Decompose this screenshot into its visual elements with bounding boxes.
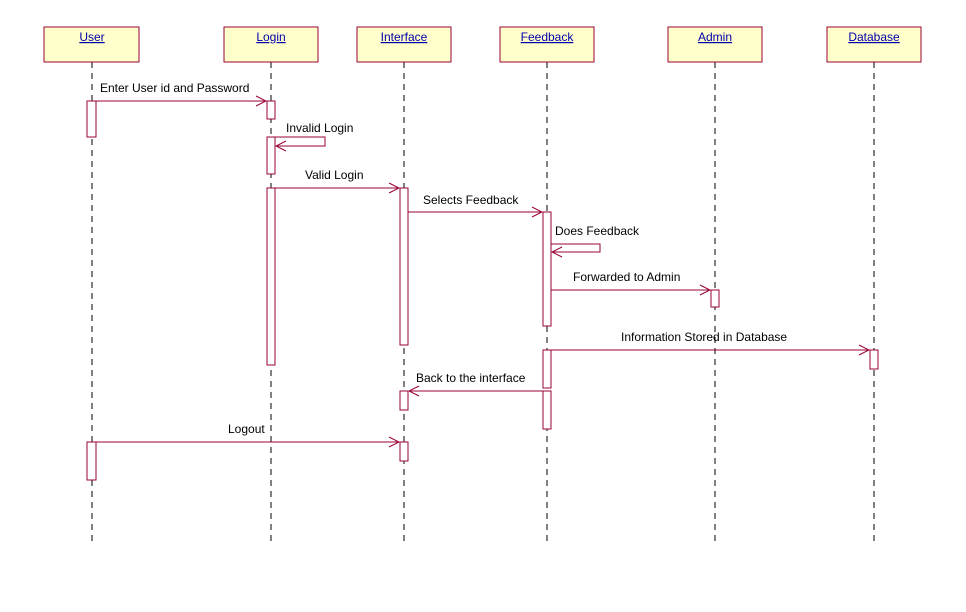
message-information-stored: Information Stored in Database <box>551 330 869 350</box>
activation-feedback-3 <box>542 390 552 430</box>
lifeline-head-login: Login <box>223 26 319 63</box>
message-label-forwarded-to-admin: Forwarded to Admin <box>573 270 680 284</box>
messages-layer: Enter User id and Password Invalid Login… <box>96 81 869 442</box>
message-label-valid-login: Valid Login <box>305 168 364 182</box>
message-label-selects-feedback: Selects Feedback <box>423 193 519 207</box>
activation-database-1 <box>869 349 879 370</box>
activation-login-3 <box>266 187 276 366</box>
message-does-feedback: Does Feedback <box>551 224 640 252</box>
message-label-back-to-interface: Back to the interface <box>416 371 526 385</box>
activation-feedback-2 <box>542 349 552 389</box>
activation-login-2 <box>266 136 276 175</box>
activation-interface-2 <box>399 390 409 411</box>
activation-admin-1 <box>710 289 720 308</box>
lifeline-label-user: User <box>79 30 104 44</box>
lifeline-head-interface: Interface <box>356 26 452 63</box>
lifeline-label-database: Database <box>848 30 900 44</box>
message-back-to-interface: Back to the interface <box>409 371 543 391</box>
activation-user-1 <box>86 100 97 138</box>
activation-user-2 <box>86 441 97 481</box>
lifeline-head-database: Database <box>826 26 922 63</box>
message-label-logout: Logout <box>228 422 265 436</box>
activations-layer <box>86 100 879 481</box>
activation-interface-1 <box>399 187 409 346</box>
message-selects-feedback: Selects Feedback <box>408 193 542 212</box>
message-label-invalid-login: Invalid Login <box>286 121 353 135</box>
message-enter-credentials: Enter User id and Password <box>96 81 266 101</box>
headers-layer: User Login Interface Feedback Admin Data… <box>43 26 922 63</box>
message-invalid-login: Invalid Login <box>275 121 353 146</box>
message-logout: Logout <box>96 422 399 442</box>
message-forwarded-to-admin: Forwarded to Admin <box>551 270 710 290</box>
lifeline-label-login: Login <box>256 30 285 44</box>
lifeline-head-user: User <box>43 26 140 63</box>
message-label-does-feedback: Does Feedback <box>555 224 640 238</box>
lifelines-layer <box>91 62 875 545</box>
lifeline-label-feedback: Feedback <box>521 30 575 44</box>
message-label-enter-credentials: Enter User id and Password <box>100 81 249 95</box>
activation-interface-3 <box>399 441 409 462</box>
activation-login-1 <box>266 100 276 120</box>
message-valid-login: Valid Login <box>275 168 399 188</box>
activation-feedback-1 <box>542 211 552 327</box>
message-label-information-stored: Information Stored in Database <box>621 330 787 344</box>
lifeline-label-admin: Admin <box>698 30 732 44</box>
lifeline-head-admin: Admin <box>667 26 763 63</box>
lifeline-head-feedback: Feedback <box>499 26 595 63</box>
lifeline-label-interface: Interface <box>381 30 428 44</box>
